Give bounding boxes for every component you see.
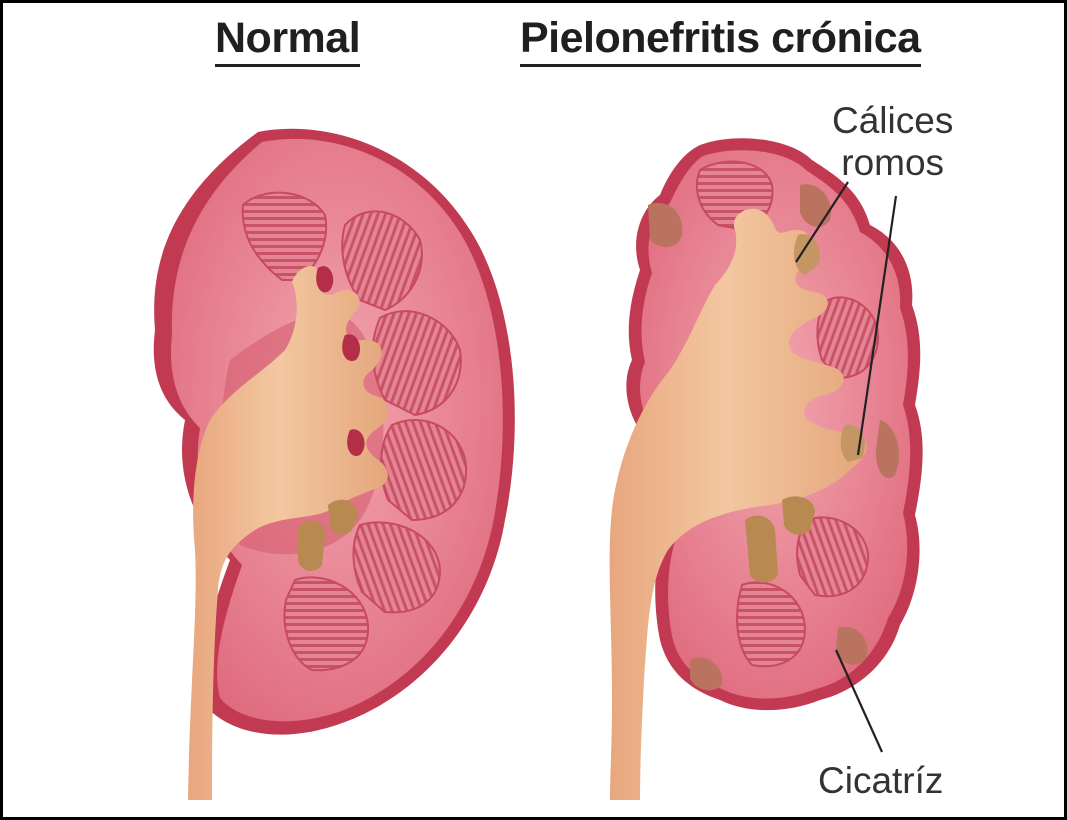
title-normal: Normal — [215, 12, 360, 67]
normal-kidney — [154, 129, 515, 800]
label-calices-line1: Cálices — [832, 100, 953, 142]
label-calices-line2: romos — [832, 142, 953, 184]
label-calices-romos: Cálices romos — [832, 100, 953, 184]
chronic-kidney — [610, 138, 923, 800]
label-cicatriz: Cicatríz — [818, 760, 943, 802]
title-pielonefritis-cronica: Pielonefritis crónica — [520, 12, 921, 67]
